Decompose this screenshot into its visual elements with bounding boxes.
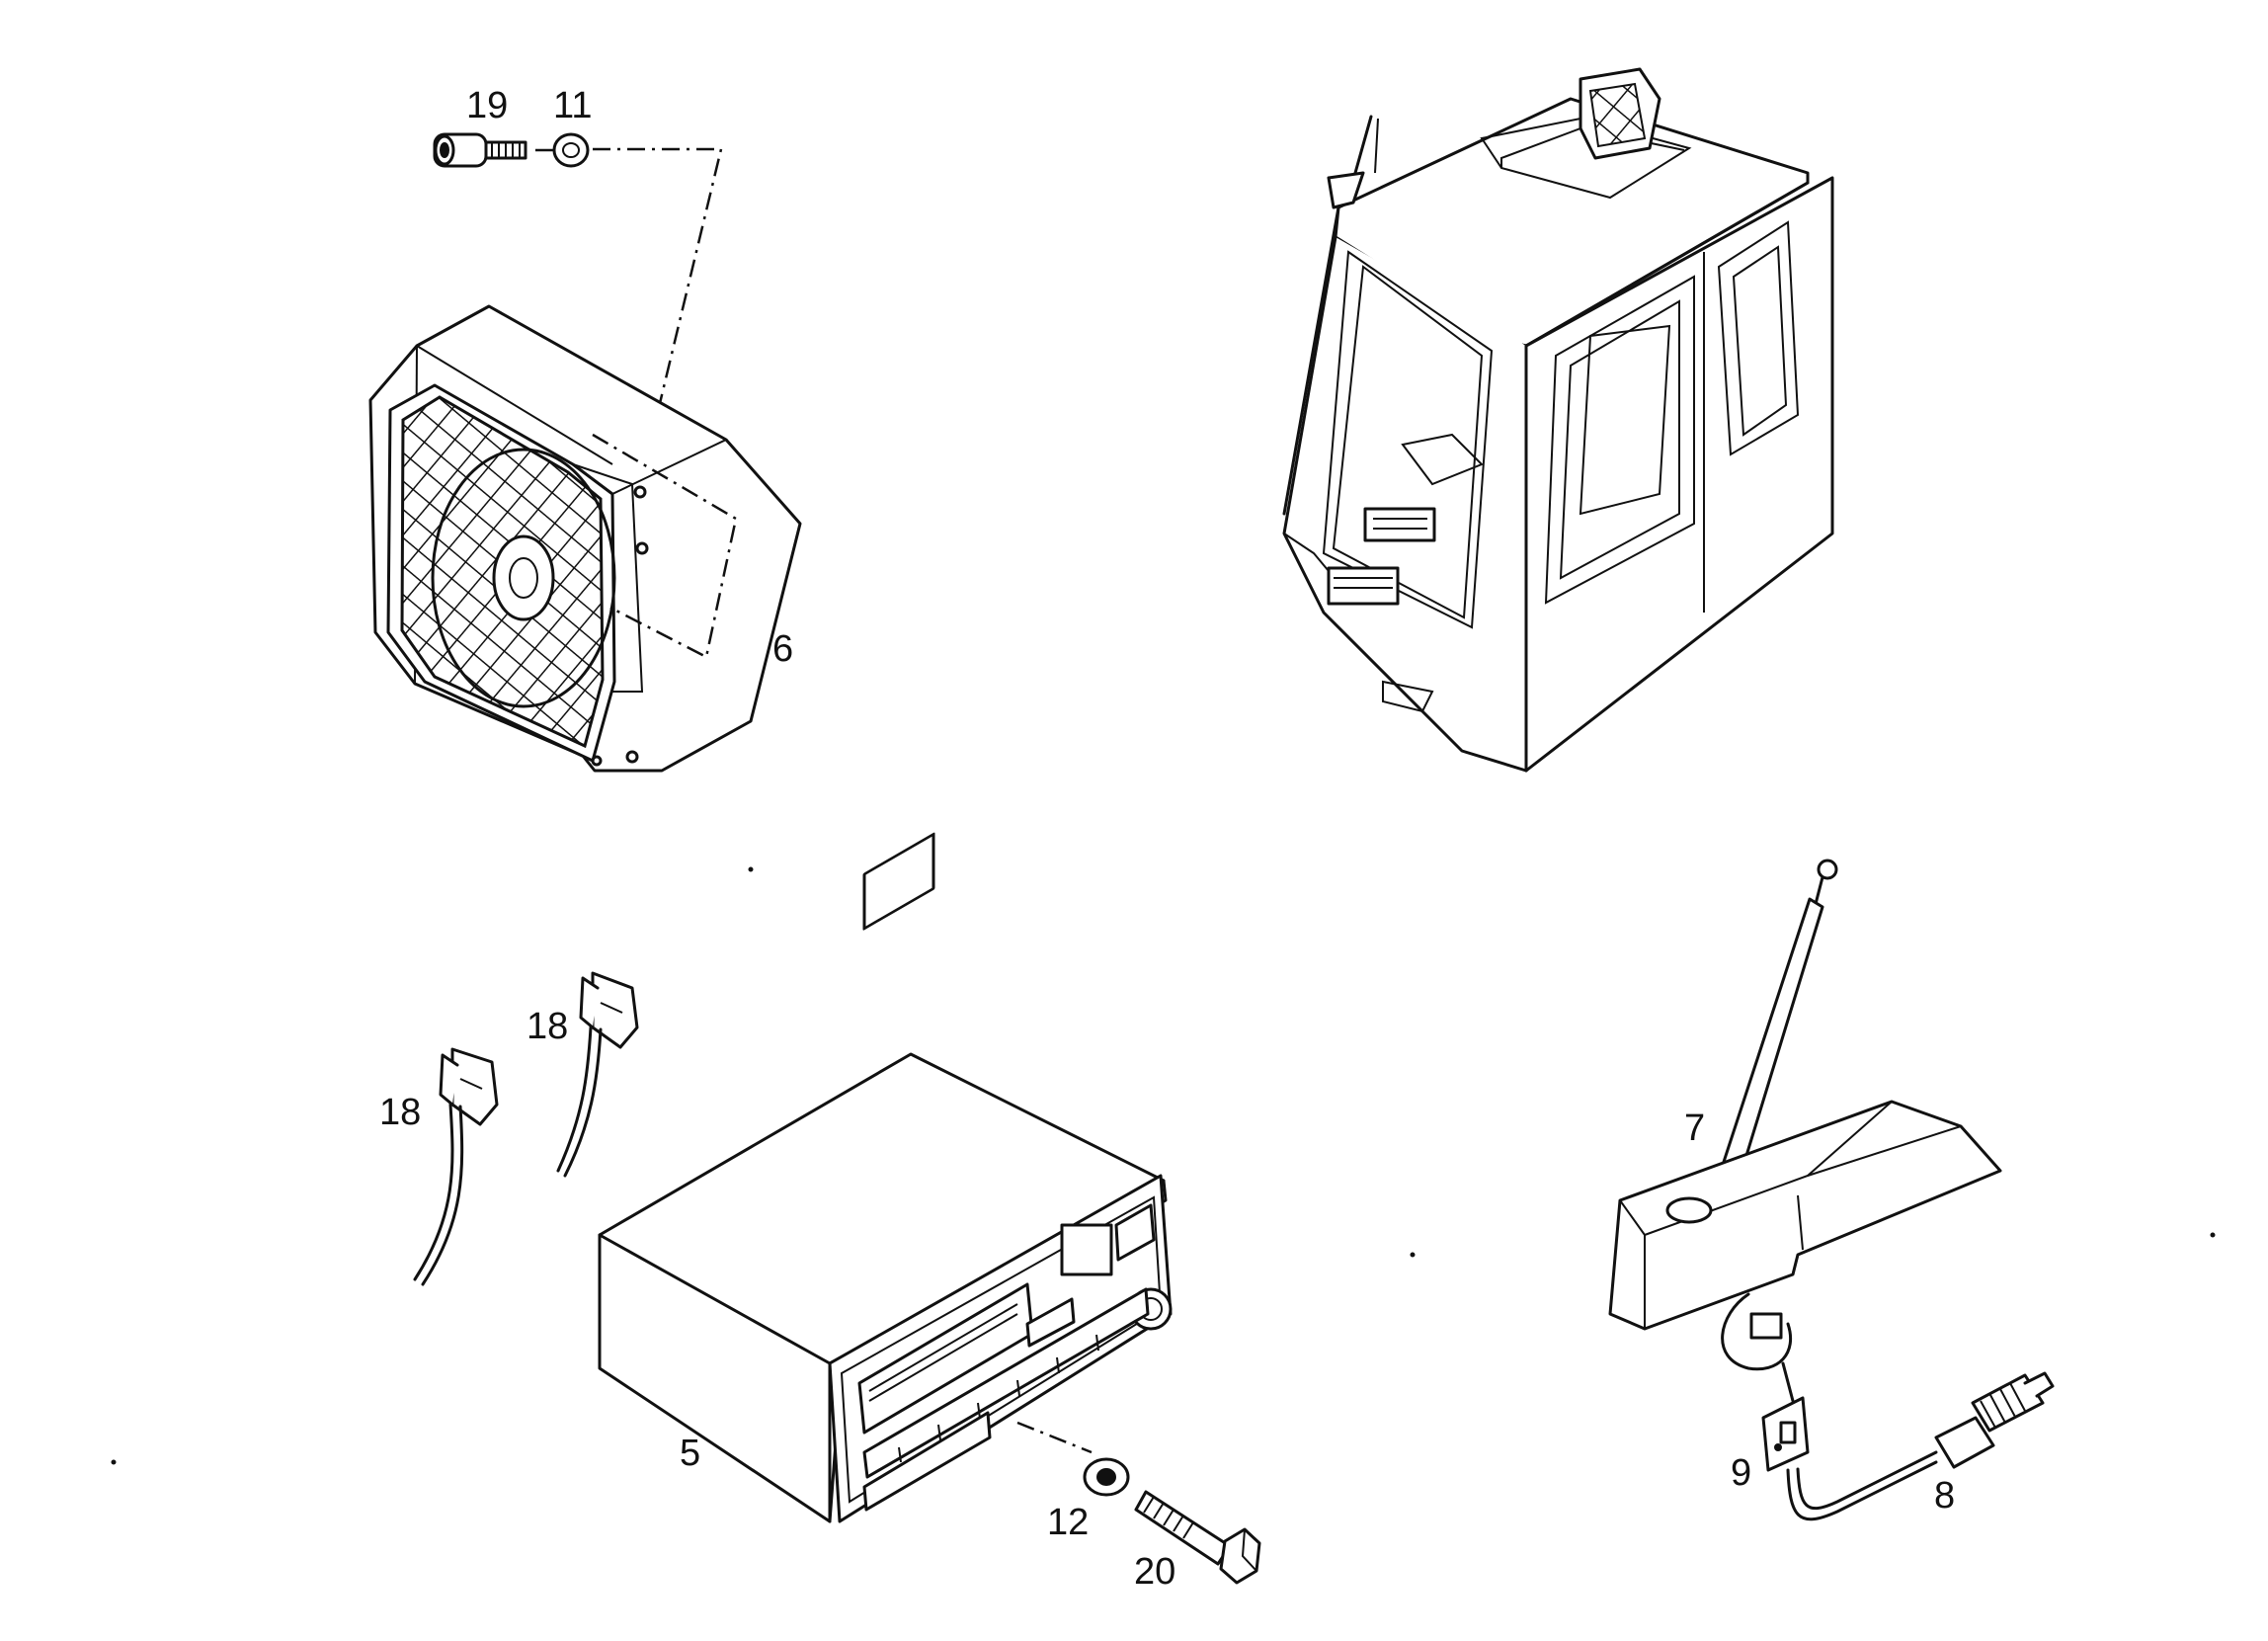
bolt-icon	[433, 132, 527, 168]
callout-18-upper: 18	[526, 1006, 569, 1047]
washer-icon	[552, 132, 590, 168]
cab-icon	[1282, 67, 1834, 773]
callout-19: 19	[466, 85, 509, 126]
plug-connector-icon	[413, 1047, 499, 1286]
antenna-icon	[1608, 859, 2002, 1371]
callout-8: 8	[1934, 1475, 1956, 1517]
callout-20: 20	[1134, 1551, 1176, 1593]
bolt-icon	[1134, 1490, 1261, 1585]
washer-icon	[1083, 1457, 1130, 1497]
radio-cassette-icon	[598, 832, 1173, 1523]
plug-connector-icon	[556, 971, 639, 1178]
callout-11: 11	[553, 85, 593, 126]
callout-9: 9	[1731, 1452, 1752, 1494]
antenna-mount-icon	[1761, 1361, 1810, 1472]
speaker-icon	[368, 304, 802, 773]
callout-18-lower: 18	[379, 1092, 422, 1133]
assembly-line	[1016, 1421, 1093, 1454]
antenna-cable-icon	[1786, 1371, 2055, 1521]
callout-7: 7	[1684, 1108, 1706, 1149]
callout-5: 5	[680, 1433, 701, 1474]
callout-6: 6	[772, 628, 794, 670]
callout-12: 12	[1047, 1502, 1090, 1543]
